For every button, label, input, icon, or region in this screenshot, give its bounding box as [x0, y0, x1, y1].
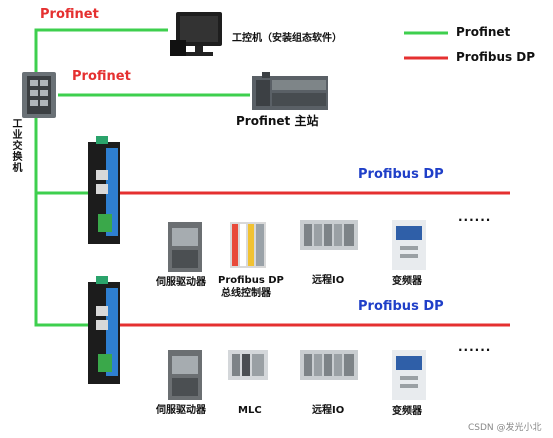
inverter-icon	[392, 220, 426, 270]
computer-icon	[170, 12, 222, 56]
legend-profinet-label: Profinet	[456, 25, 511, 39]
bus1-device-controller: 总线控制器	[221, 288, 271, 299]
bus1-device-profibus: Profibus DP	[218, 275, 284, 286]
bus2-more: ······	[458, 343, 492, 357]
plc-label: Profinet 主站	[236, 114, 319, 128]
bus1-device-inverter: 变频器	[392, 276, 422, 287]
legend-profibus-label: Profibus DP	[456, 50, 536, 64]
bus1-title: Profibus DP	[358, 167, 444, 182]
plc-icon	[252, 72, 328, 110]
servo-drive-icon	[168, 222, 202, 272]
pc-label: 工控机（安装组态软件）	[232, 33, 342, 44]
bus1-device-servo: 伺服驱动器	[156, 277, 206, 288]
servo-drive-icon	[168, 350, 202, 400]
gateway-icon	[88, 136, 120, 244]
profinet-label-pc: Profinet	[40, 7, 99, 22]
watermark: CSDN @发光小北	[468, 423, 542, 433]
bus2-device-inverter: 变频器	[392, 406, 422, 417]
profinet-links	[34, 28, 250, 327]
profinet-link-gw1	[34, 118, 88, 195]
bus1-device-remote-io: 远程IO	[312, 275, 345, 286]
switch-label: 工业交换机	[10, 118, 21, 173]
profinet-link-gw2	[34, 193, 88, 327]
bus2-title: Profibus DP	[358, 299, 444, 314]
bus-controller-icon	[230, 222, 266, 268]
switch-icon	[22, 72, 56, 118]
remote-io-icon	[300, 350, 358, 380]
profinet-label-plc: Profinet	[72, 69, 131, 84]
mlc-icon	[228, 350, 268, 380]
bus2-device-mlc: MLC	[238, 405, 262, 416]
remote-io-icon	[300, 220, 358, 250]
profibus-links	[120, 191, 510, 327]
bus2-device-remote-io: 远程IO	[312, 405, 345, 416]
bus2-device-servo: 伺服驱动器	[156, 405, 206, 416]
profinet-link-pc	[34, 28, 168, 72]
gateway-icon	[88, 276, 120, 384]
inverter-icon	[392, 350, 426, 400]
bus1-more: ······	[458, 213, 492, 227]
